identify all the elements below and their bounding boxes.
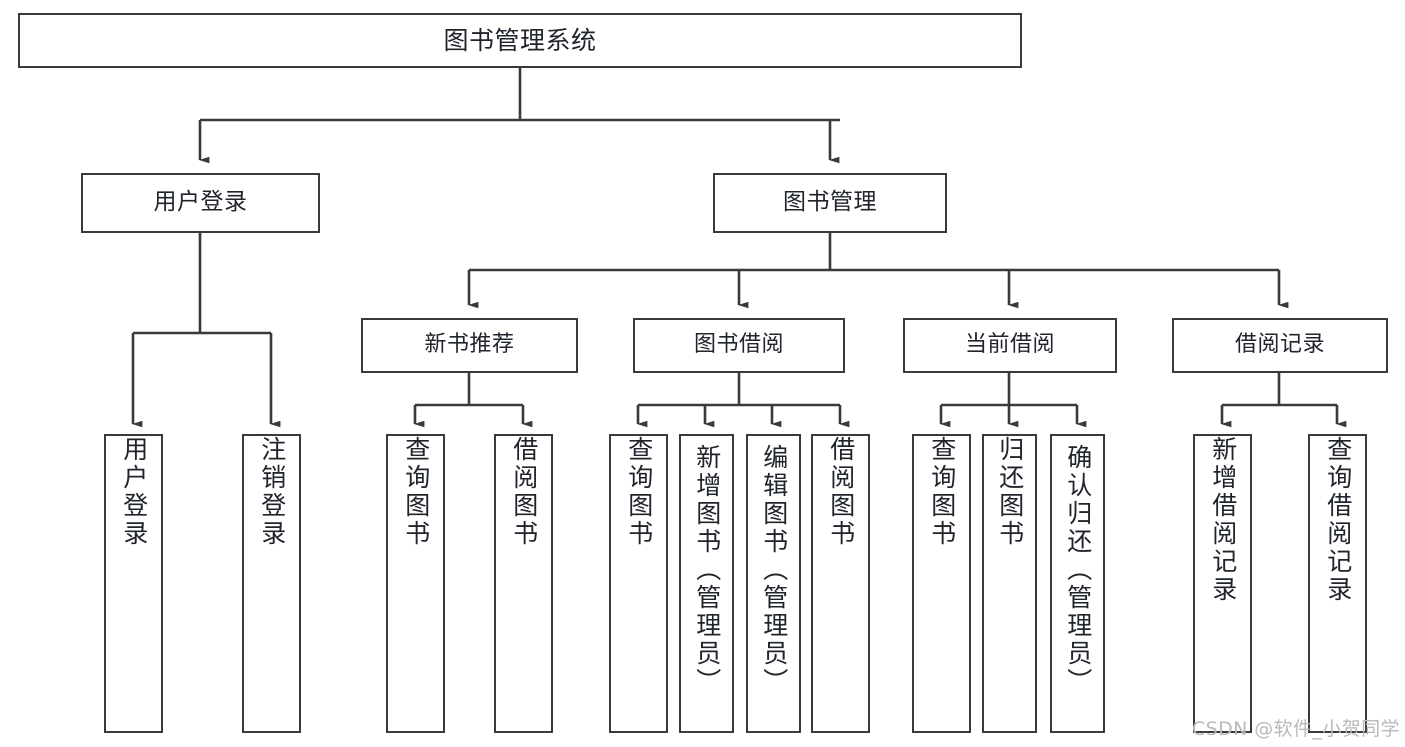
node-newbook-query-books[interactable]: 查询图书 (386, 434, 445, 733)
node-book-management[interactable]: 图书管理 (713, 173, 947, 233)
node-borrow-add-book-admin-label: 新增图书（管理员） (692, 444, 722, 696)
node-borrow-query-books-label: 查询图书 (624, 436, 654, 548)
node-newbook-borrow-books[interactable]: 借阅图书 (494, 434, 553, 733)
node-login-logout[interactable]: 注销登录 (242, 434, 301, 733)
node-borrow-edit-book-admin-label: 编辑图书（管理员） (759, 444, 789, 696)
node-borrowing-record-label: 借阅记录 (1234, 332, 1325, 358)
node-book-management-label: 图书管理 (783, 189, 877, 216)
node-current-return-books-label: 归还图书 (995, 436, 1025, 548)
node-borrow-borrow-books[interactable]: 借阅图书 (811, 434, 870, 733)
node-new-book-recommendation[interactable]: 新书推荐 (361, 318, 578, 373)
node-borrow-borrow-books-label: 借阅图书 (826, 436, 856, 548)
node-current-query-books-label: 查询图书 (927, 436, 957, 548)
node-record-query-borrow-record[interactable]: 查询借阅记录 (1308, 434, 1367, 733)
node-borrow-edit-book-admin[interactable]: 编辑图书（管理员） (746, 434, 801, 733)
node-login-user-login-label: 用户登录 (119, 436, 149, 548)
node-borrow-query-books[interactable]: 查询图书 (609, 434, 668, 733)
node-current-confirm-return-admin-label: 确认归还（管理员） (1063, 444, 1093, 696)
node-record-add-borrow-record[interactable]: 新增借阅记录 (1193, 434, 1252, 733)
node-book-borrowing[interactable]: 图书借阅 (633, 318, 845, 373)
node-login-logout-label: 注销登录 (257, 436, 287, 548)
node-borrowing-record[interactable]: 借阅记录 (1172, 318, 1388, 373)
node-newbook-query-books-label: 查询图书 (401, 436, 431, 548)
node-user-login-label: 用户登录 (153, 189, 248, 216)
node-current-return-books[interactable]: 归还图书 (982, 434, 1037, 733)
node-book-borrowing-label: 图书借阅 (693, 332, 784, 358)
node-current-confirm-return-admin[interactable]: 确认归还（管理员） (1050, 434, 1105, 733)
node-record-add-borrow-record-label: 新增借阅记录 (1208, 436, 1238, 604)
node-current-borrowing[interactable]: 当前借阅 (903, 318, 1117, 373)
node-record-query-borrow-record-label: 查询借阅记录 (1323, 436, 1353, 604)
node-current-query-books[interactable]: 查询图书 (912, 434, 971, 733)
node-login-user-login[interactable]: 用户登录 (104, 434, 163, 733)
node-new-book-recommendation-label: 新书推荐 (424, 332, 515, 358)
csdn-watermark: CSDN @软件_小贺同学 (1192, 718, 1400, 740)
node-newbook-borrow-books-label: 借阅图书 (509, 436, 539, 548)
node-user-login[interactable]: 用户登录 (81, 173, 320, 233)
node-root[interactable]: 图书管理系统 (18, 13, 1022, 68)
node-current-borrowing-label: 当前借阅 (964, 332, 1055, 358)
node-root-label: 图书管理系统 (443, 25, 597, 55)
node-borrow-add-book-admin[interactable]: 新增图书（管理员） (679, 434, 734, 733)
